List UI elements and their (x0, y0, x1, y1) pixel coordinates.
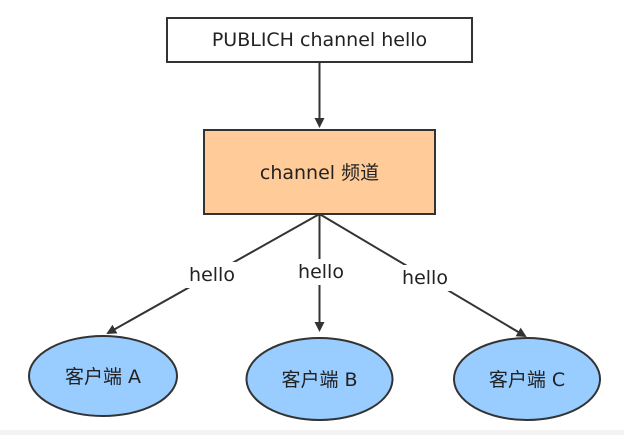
edge-label-bg-c (399, 265, 451, 291)
command-box (166, 17, 473, 63)
edge-label-bg-a (186, 262, 238, 288)
client-b-node (245, 337, 394, 421)
edge-label-bg-b (295, 259, 347, 285)
bottom-strip (0, 430, 624, 435)
client-c-node (453, 337, 601, 421)
edge-label-b: hello (298, 261, 344, 283)
command-label: PUBLICH channel hello (212, 29, 427, 51)
edge-label-a: hello (189, 264, 235, 286)
edge-label-c: hello (402, 267, 448, 289)
client-a-node (28, 335, 178, 417)
channel-box (203, 129, 436, 215)
client-a-label: 客户端 A (65, 366, 141, 388)
client-b-label: 客户端 B (281, 369, 357, 391)
channel-label: channel 频道 (260, 162, 379, 184)
client-c-label: 客户端 C (489, 369, 565, 391)
